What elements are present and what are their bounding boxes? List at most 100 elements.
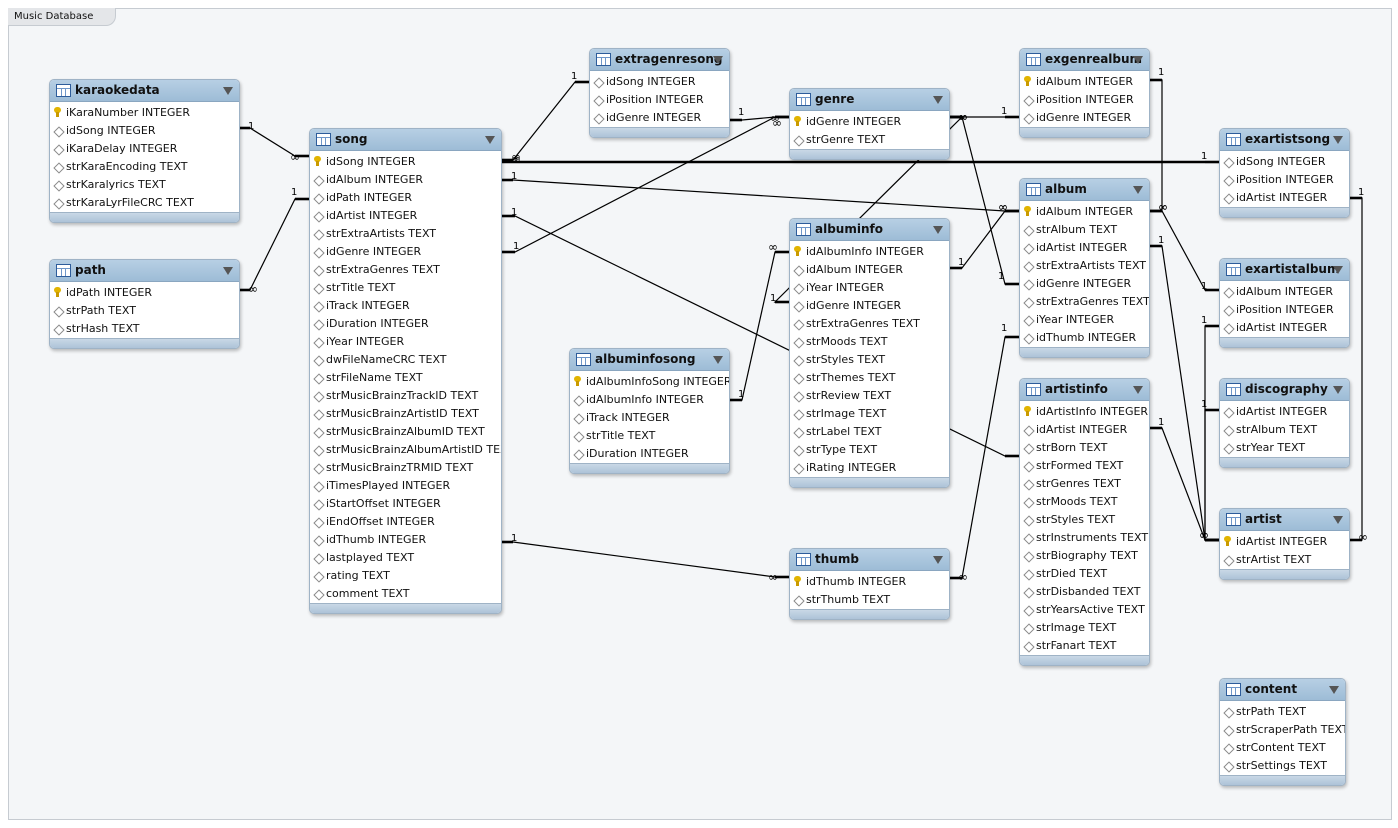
table-column[interactable]: strThemes TEXT [790,369,949,387]
table-header[interactable]: content [1220,679,1345,701]
table-column[interactable]: iPosition INTEGER [1220,171,1349,189]
table-header[interactable]: exgenrealbum [1020,49,1149,71]
table-column[interactable]: strDied TEXT [1020,565,1149,583]
table-column[interactable]: strExtraGenres TEXT [1020,293,1149,311]
table-column[interactable]: lastplayed TEXT [310,549,501,567]
table-column[interactable]: strPath TEXT [1220,703,1345,721]
table-column[interactable]: strKaralyrics TEXT [50,176,239,194]
table-column[interactable]: iTimesPlayed INTEGER [310,477,501,495]
table-column[interactable]: strDisbanded TEXT [1020,583,1149,601]
table-column[interactable]: strContent TEXT [1220,739,1345,757]
table-column[interactable]: strMusicBrainzArtistID TEXT [310,405,501,423]
table-column[interactable]: idAlbum INTEGER [1220,283,1349,301]
table-column[interactable]: strYear TEXT [1220,439,1349,457]
table-column[interactable]: strImage TEXT [1020,619,1149,637]
table-column[interactable]: iDuration INTEGER [570,445,729,463]
table-column[interactable]: strBorn TEXT [1020,439,1149,457]
table-column[interactable]: iStartOffset INTEGER [310,495,501,513]
table-column[interactable]: strYearsActive TEXT [1020,601,1149,619]
table-column[interactable]: strKaraEncoding TEXT [50,158,239,176]
table-header[interactable]: extragenresong [590,49,729,71]
table-column[interactable]: strStyles TEXT [1020,511,1149,529]
table-column[interactable]: iRating INTEGER [790,459,949,477]
table-column[interactable]: idSong INTEGER [50,122,239,140]
table-column[interactable]: idThumb INTEGER [1020,329,1149,347]
table-column[interactable]: iYear INTEGER [1020,311,1149,329]
collapse-arrow-icon[interactable] [223,87,233,95]
table-column[interactable]: idGenre INTEGER [310,243,501,261]
table-column[interactable]: idAlbumInfo INTEGER [570,391,729,409]
table-column[interactable]: iDuration INTEGER [310,315,501,333]
table-column[interactable]: idGenre INTEGER [1020,109,1149,127]
table-column[interactable]: strAlbum TEXT [1220,421,1349,439]
table-header[interactable]: exartistsong [1220,129,1349,151]
collapse-arrow-icon[interactable] [1133,186,1143,194]
table-column[interactable]: strSettings TEXT [1220,757,1345,775]
table-column[interactable]: iTrack INTEGER [310,297,501,315]
table-column[interactable]: iPosition INTEGER [1020,91,1149,109]
table-column[interactable]: iKaraNumber INTEGER [50,104,239,122]
collapse-arrow-icon[interactable] [485,136,495,144]
table-column[interactable]: idArtist INTEGER [1220,403,1349,421]
table-header[interactable]: genre [790,89,949,111]
collapse-arrow-icon[interactable] [933,226,943,234]
table-column[interactable]: strTitle TEXT [570,427,729,445]
table-column[interactable]: strExtraArtists TEXT [310,225,501,243]
table-column[interactable]: strThumb TEXT [790,591,949,609]
table-column[interactable]: strGenre TEXT [790,131,949,149]
collapse-arrow-icon[interactable] [1329,686,1339,694]
table-column[interactable]: strFanart TEXT [1020,637,1149,655]
diagram-tab[interactable]: Music Database [8,8,117,26]
table-column[interactable]: strMusicBrainzAlbumArtistID TEXT [310,441,501,459]
table-header[interactable]: thumb [790,549,949,571]
collapse-arrow-icon[interactable] [1133,386,1143,394]
table-column[interactable]: iYear INTEGER [310,333,501,351]
table-column[interactable]: idAlbumInfoSong INTEGER [570,373,729,391]
table-column[interactable]: strPath TEXT [50,302,239,320]
table-header[interactable]: discography [1220,379,1349,401]
table-column[interactable]: strExtraGenres TEXT [310,261,501,279]
table-column[interactable]: strFormed TEXT [1020,457,1149,475]
table-column[interactable]: idGenre INTEGER [790,113,949,131]
table-column[interactable]: idThumb INTEGER [310,531,501,549]
table-column[interactable]: iPosition INTEGER [1220,301,1349,319]
table-column[interactable]: idAlbumInfo INTEGER [790,243,949,261]
table-column[interactable]: rating TEXT [310,567,501,585]
table-column[interactable]: strTitle TEXT [310,279,501,297]
table-header[interactable]: albuminfo [790,219,949,241]
table-column[interactable]: idAlbum INTEGER [310,171,501,189]
table-column[interactable]: idSong INTEGER [590,73,729,91]
collapse-arrow-icon[interactable] [933,556,943,564]
table-column[interactable]: strImage TEXT [790,405,949,423]
table-column[interactable]: idArtist INTEGER [1220,319,1349,337]
table-column[interactable]: strGenres TEXT [1020,475,1149,493]
table-column[interactable]: idAlbum INTEGER [1020,73,1149,91]
table-column[interactable]: strFileName TEXT [310,369,501,387]
collapse-arrow-icon[interactable] [223,267,233,275]
table-column[interactable]: iPosition INTEGER [590,91,729,109]
table-header[interactable]: exartistalbum [1220,259,1349,281]
table-column[interactable]: idGenre INTEGER [590,109,729,127]
table-column[interactable]: idPath INTEGER [310,189,501,207]
table-column[interactable]: idArtistInfo INTEGER [1020,403,1149,421]
table-column[interactable]: strMusicBrainzTrackID TEXT [310,387,501,405]
table-column[interactable]: idAlbum INTEGER [1020,203,1149,221]
table-header[interactable]: song [310,129,501,151]
table-column[interactable]: strLabel TEXT [790,423,949,441]
table-column[interactable]: idArtist INTEGER [1020,239,1149,257]
collapse-arrow-icon[interactable] [713,56,723,64]
table-column[interactable]: strKaraLyrFileCRC TEXT [50,194,239,212]
table-column[interactable]: strMusicBrainzAlbumID TEXT [310,423,501,441]
collapse-arrow-icon[interactable] [1333,386,1343,394]
